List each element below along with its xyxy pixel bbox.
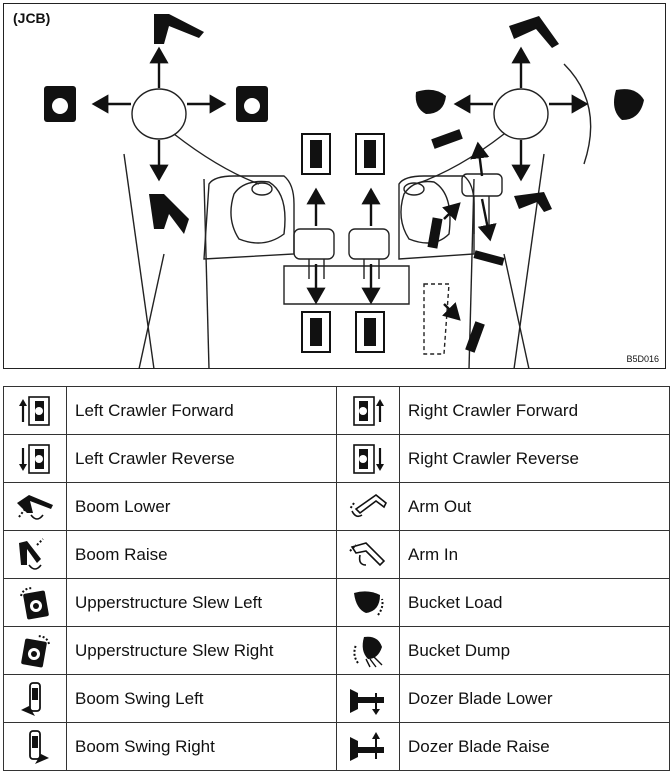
right-crawler-reverse-icon [336,434,400,483]
cab-illustration [44,14,644,368]
legend-label: Bucket Load [399,578,670,627]
legend-row: Upperstructure Slew Left Bucket Load [3,578,670,627]
upperstructure-slew-right-icon [3,626,67,675]
figure-code: B5D016 [626,354,659,364]
legend-label: Dozer Blade Lower [399,674,670,723]
boom-swing-right-icon [3,722,67,771]
arm-in-icon [336,530,400,579]
left-crawler-reverse-icon [3,434,67,483]
legend-row: Upperstructure Slew Right Bucket Dump [3,626,670,675]
legend-label: Boom Lower [66,482,337,531]
legend-label: Bucket Dump [399,626,670,675]
brand-label: (JCB) [13,10,51,26]
legend-row: Boom Raise Arm In [3,530,670,579]
boom-lower-icon [3,482,67,531]
legend-table: Left Crawler Forward Right Crawler Forwar… [3,386,670,771]
bucket-dump-icon [336,626,400,675]
arm-out-icon [336,482,400,531]
left-crawler-forward-icon [3,386,67,435]
upperstructure-slew-left-icon [3,578,67,627]
legend-label: Upperstructure Slew Right [66,626,337,675]
legend-row: Boom Swing Right Dozer Blade Raise [3,722,670,771]
legend-label: Upperstructure Slew Left [66,578,337,627]
boom-swing-left-icon [3,674,67,723]
right-crawler-forward-icon [336,386,400,435]
legend-label: Right Crawler Reverse [399,434,670,483]
legend-row: Left Crawler Reverse Right Crawler Revers… [3,434,670,483]
legend-label: Left Crawler Forward [66,386,337,435]
legend-row: Boom Swing Left Dozer Blade Lower [3,674,670,723]
boom-raise-icon [3,530,67,579]
control-diagram: (JCB) B5D016 [3,3,666,369]
legend-label: Boom Swing Left [66,674,337,723]
dozer-blade-raise-icon [336,722,400,771]
legend-row: Left Crawler Forward Right Crawler Forwar… [3,386,670,435]
legend-label: Left Crawler Reverse [66,434,337,483]
legend-label: Boom Raise [66,530,337,579]
dozer-blade-lower-icon [336,674,400,723]
legend-label: Right Crawler Forward [399,386,670,435]
legend-label: Boom Swing Right [66,722,337,771]
legend-label: Arm In [399,530,670,579]
bucket-load-icon [336,578,400,627]
legend-label: Arm Out [399,482,670,531]
legend-row: Boom Lower Arm Out [3,482,670,531]
legend-label: Dozer Blade Raise [399,722,670,771]
